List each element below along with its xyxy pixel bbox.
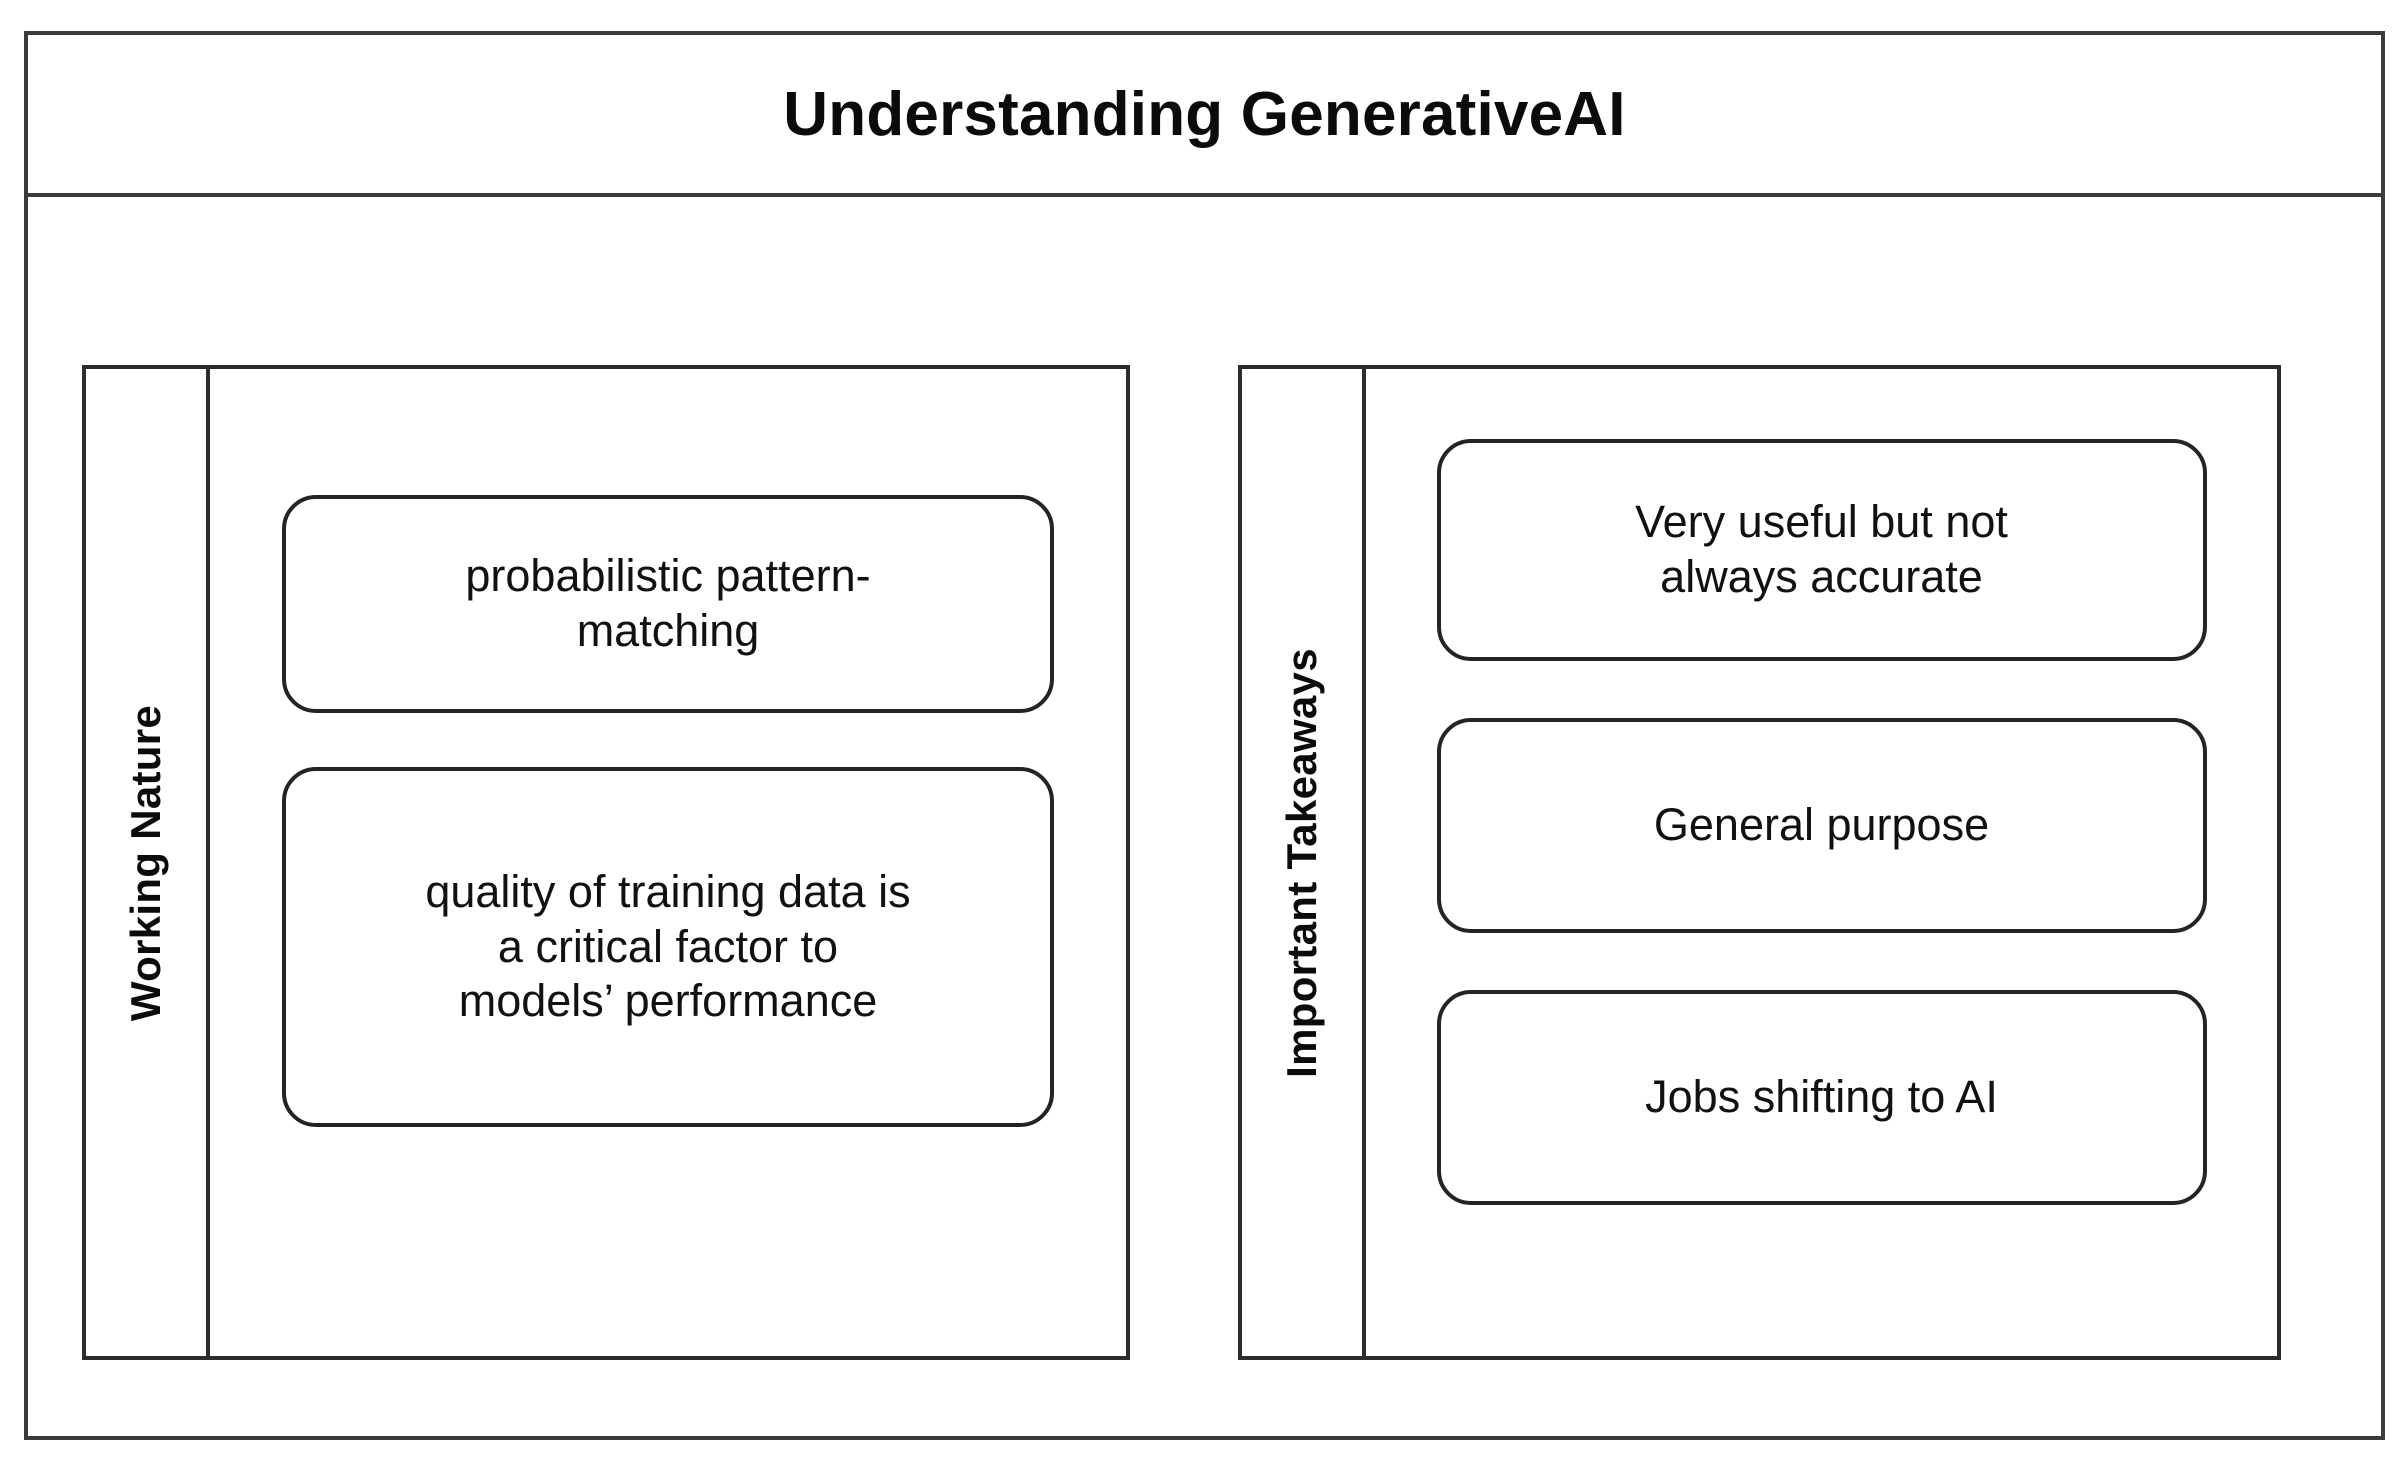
diagram-outer-frame: Understanding GenerativeAI Working Natur… [24, 31, 2385, 1440]
card-label: quality of training data is a critical f… [425, 865, 911, 1027]
diagram-title-band: Understanding GenerativeAI [28, 35, 2381, 197]
diagram-body: Working Nature probabilistic pattern- ma… [28, 197, 2381, 1436]
panel-important-takeaways: Important Takeaways Very useful but not … [1238, 365, 2281, 1360]
card-label: probabilistic pattern- matching [465, 550, 871, 656]
card-general-purpose: General purpose [1436, 718, 2207, 933]
page-title: Understanding GenerativeAI [783, 79, 1626, 149]
card-probabilistic-pattern-matching: probabilistic pattern- matching [282, 495, 1054, 713]
panel-label-important-takeaways: Important Takeaways [1278, 647, 1325, 1078]
panel-working-nature: Working Nature probabilistic pattern- ma… [82, 365, 1130, 1360]
card-label: General purpose [1653, 799, 1990, 851]
panel-content-important-takeaways: Very useful but not always accurate Gene… [1366, 369, 2277, 1356]
panel-label-strip-working-nature: Working Nature [86, 369, 210, 1356]
card-useful-not-always-accurate: Very useful but not always accurate [1436, 439, 2207, 661]
card-label: Very useful but not always accurate [1635, 496, 2008, 602]
panel-label-strip-important-takeaways: Important Takeaways [1242, 369, 1366, 1356]
card-jobs-shifting-to-ai: Jobs shifting to AI [1436, 990, 2207, 1205]
card-training-data-quality: quality of training data is a critical f… [282, 767, 1054, 1127]
panel-label-working-nature: Working Nature [122, 704, 169, 1021]
panel-content-working-nature: probabilistic pattern- matching quality … [210, 369, 1126, 1356]
card-label: Jobs shifting to AI [1645, 1071, 1998, 1123]
